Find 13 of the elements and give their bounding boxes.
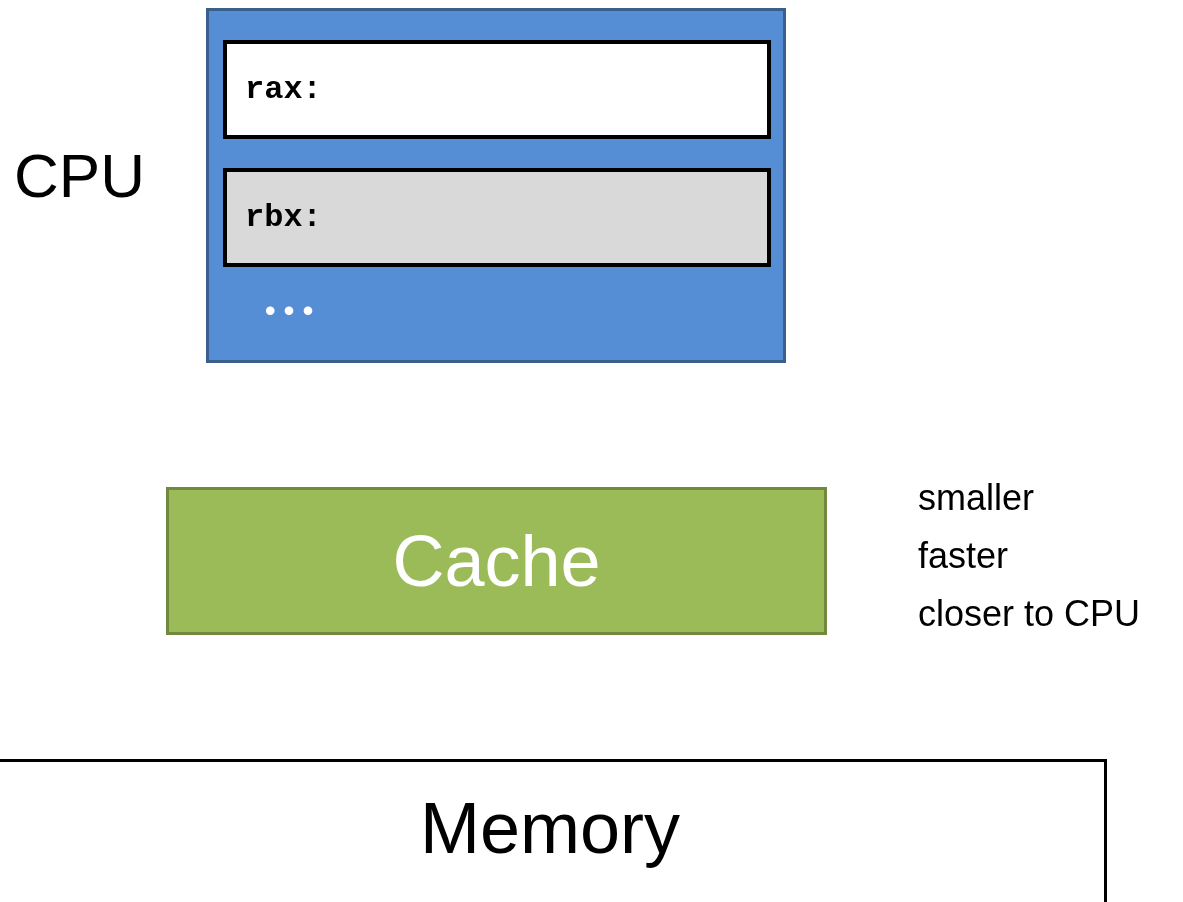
cache-box — [166, 487, 827, 635]
ellipsis: • • • — [265, 296, 314, 326]
note-text: closer to CPU — [918, 596, 1141, 632]
cpu-label: CPU — [14, 145, 145, 207]
note-text: smaller — [918, 480, 1034, 516]
cache-label: Cache — [392, 525, 601, 597]
register-label: rbx: — [245, 201, 322, 234]
register-box — [223, 40, 771, 139]
memory-box — [0, 759, 1107, 902]
register-label: rax: — [245, 73, 322, 106]
note-text: faster — [918, 538, 1009, 574]
cpu-box — [206, 8, 786, 363]
register-box — [223, 168, 771, 267]
